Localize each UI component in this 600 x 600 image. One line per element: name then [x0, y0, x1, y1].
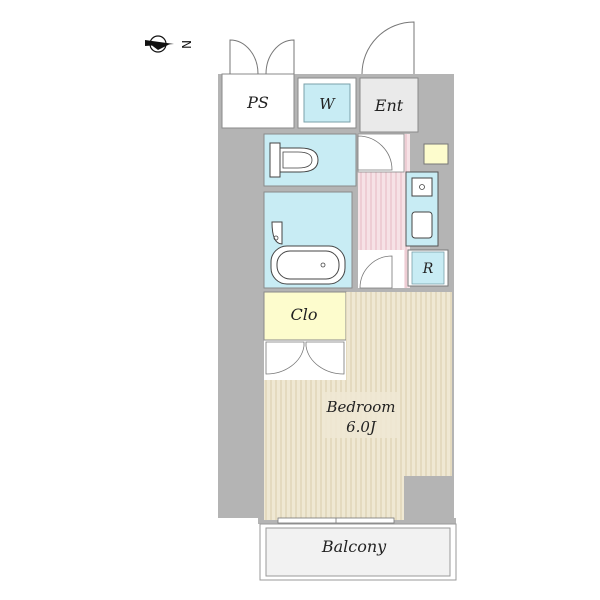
bedroom-size: 6.0J: [346, 418, 377, 436]
stove-icon: [411, 177, 433, 197]
toilet-icon: [269, 142, 319, 178]
balcony-window: [277, 517, 395, 524]
ps-label: PS: [246, 93, 269, 112]
ps-doors: [229, 39, 295, 75]
closet-door-left-icon: [265, 341, 305, 375]
washer-area: W: [297, 77, 357, 129]
bathroom-door-icon: [359, 255, 393, 289]
water-heater-icon: [423, 143, 449, 165]
sink-icon: [271, 221, 283, 245]
closet: Clo: [263, 291, 347, 341]
refrigerator-label: R: [422, 261, 434, 277]
washer-label: W: [319, 95, 336, 113]
kitchen-hall: [357, 133, 410, 289]
closet-label: Clo: [291, 305, 318, 324]
entrance-label: Ent: [374, 96, 404, 115]
kitchen-sink-icon: [411, 211, 433, 239]
entrance: Ent: [359, 77, 419, 133]
kitchen-counter: [405, 143, 449, 247]
bathtub-icon: [270, 245, 346, 285]
compass: N: [145, 35, 193, 53]
closet-door-right-icon: [305, 341, 345, 375]
refrigerator: R: [407, 249, 449, 287]
balcony-label: Balcony: [321, 537, 387, 556]
toilet-door-icon: [357, 135, 393, 171]
toilet-room: [263, 133, 357, 187]
compass-label: N: [179, 40, 193, 49]
ps-room: PS: [221, 73, 295, 129]
bathroom: [263, 191, 353, 289]
balcony: Balcony: [259, 523, 457, 581]
entrance-door-icon: [361, 21, 415, 75]
ps-door-right-icon: [265, 39, 295, 75]
bedroom: Bedroom 6.0J: [264, 292, 452, 520]
bedroom-label: Bedroom: [326, 398, 396, 416]
ps-door-left-icon: [229, 39, 259, 75]
